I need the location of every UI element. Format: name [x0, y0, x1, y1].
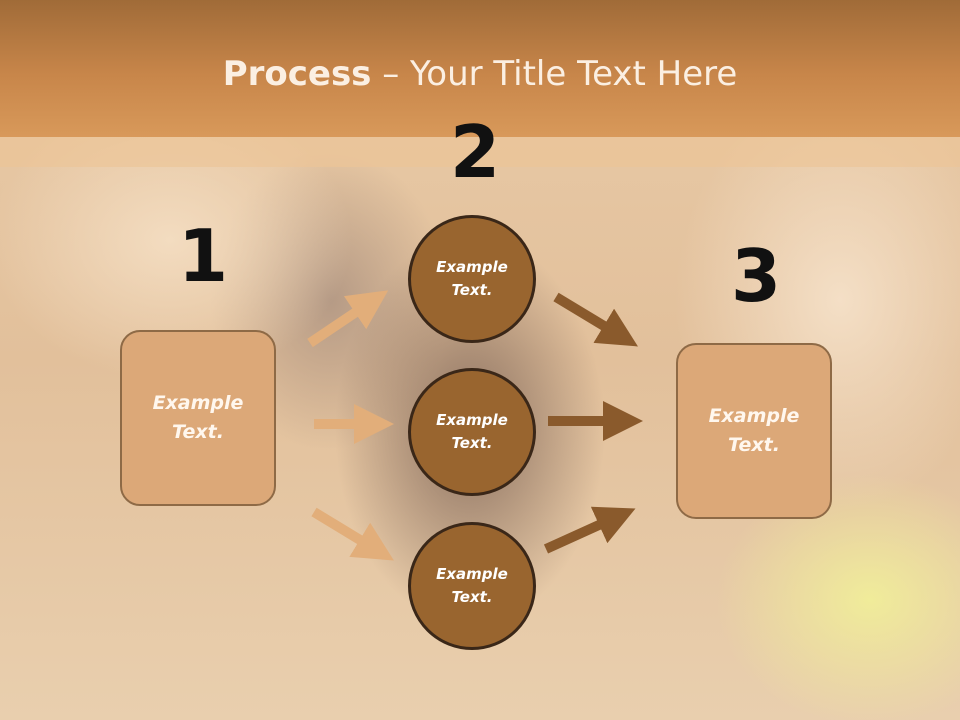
title-bar: [0, 0, 960, 137]
slide-title: Process – Your Title Text Here: [0, 52, 960, 96]
arrow-1-to-top: [307, 290, 389, 348]
step-2-circle-middle-text: Example Text.: [436, 411, 508, 452]
step-2-circle-top-text: Example Text.: [436, 258, 508, 299]
step-1-box[interactable]: Example Text.: [120, 330, 276, 506]
title-bold: Process: [222, 54, 372, 94]
arrow-bottom-to-3: [543, 506, 636, 554]
step-number-1: 1: [178, 214, 229, 298]
step-1-text: Example Text.: [152, 392, 244, 443]
title-rest: – Your Title Text Here: [371, 54, 738, 94]
title-bar-band: [0, 137, 960, 167]
step-number-3: 3: [731, 234, 782, 318]
arrow-top-to-3: [553, 292, 638, 347]
step-2-circle-top[interactable]: Example Text.: [408, 215, 536, 343]
arrow-1-to-bottom: [311, 507, 394, 561]
step-2-circle-bottom-text: Example Text.: [436, 565, 508, 606]
step-3-text: Example Text.: [708, 405, 800, 456]
step-2-circle-bottom[interactable]: Example Text.: [408, 522, 536, 650]
step-2-circle-middle[interactable]: Example Text.: [408, 368, 536, 496]
step-3-box[interactable]: Example Text.: [676, 343, 832, 519]
step-number-2: 2: [450, 110, 501, 194]
